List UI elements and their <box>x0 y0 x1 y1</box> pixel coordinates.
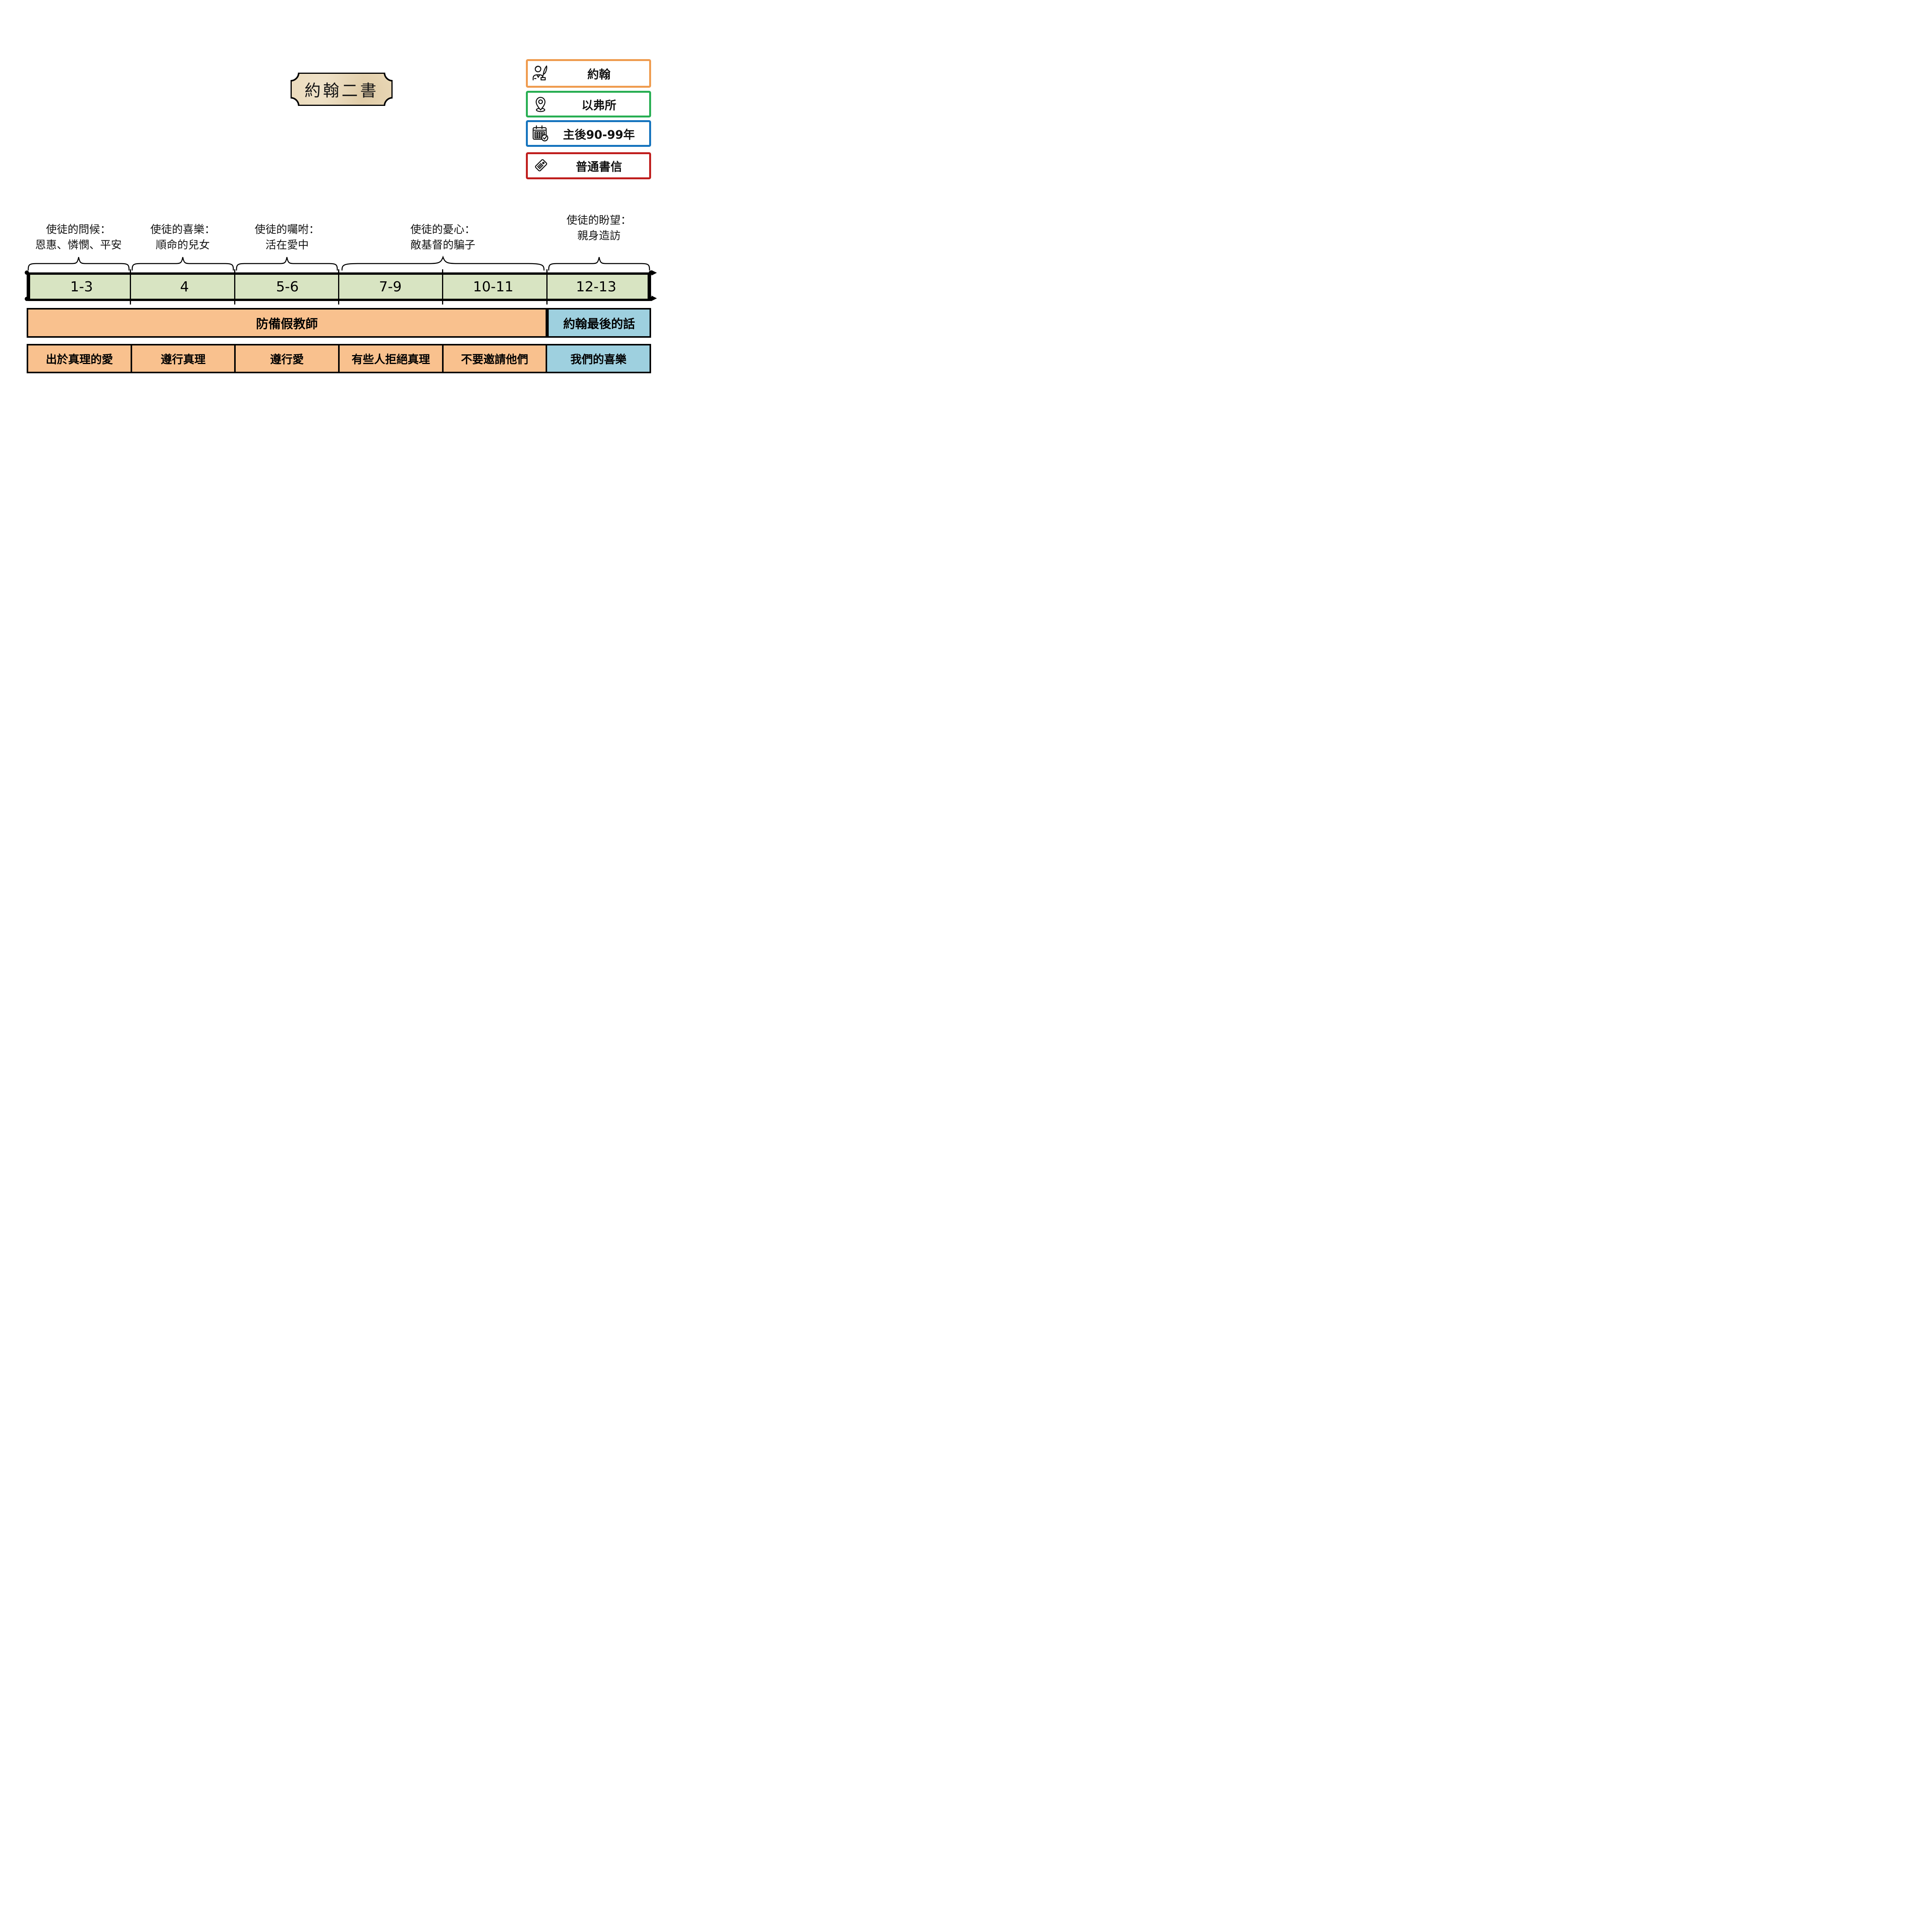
timeline-tick <box>442 269 443 304</box>
verse-cell: 10-11 <box>473 279 514 295</box>
brace-icon <box>235 255 339 271</box>
annotation-line1: 使徒的喜樂： <box>150 223 215 236</box>
legend-item-date: 主後90-99年 <box>526 120 651 147</box>
verse-cell: 5-6 <box>276 279 299 295</box>
annotation-concern: 使徒的憂心： 敵基督的騙子 <box>375 222 510 253</box>
section-label: 防備假教師 <box>256 316 318 331</box>
legend-label-genre: 普通書信 <box>576 160 622 174</box>
annotation-greeting: 使徒的問候： 恩惠、憐憫、平安 <box>20 222 136 253</box>
page-title: 約翰二書 <box>304 81 379 100</box>
timeline-endcap <box>649 297 653 301</box>
author-icon <box>528 64 553 83</box>
detail-cell: 我們的喜樂 <box>546 344 651 373</box>
detail-row: 出於真理的愛 遵行真理 遵行愛 有些人拒絕真理 不要邀請他們 我們的喜樂 <box>27 344 651 373</box>
annotation-line1: 使徒的囑咐： <box>254 223 320 236</box>
annotation-line2: 親身造訪 <box>577 229 621 242</box>
tag-icon <box>528 156 553 175</box>
legend-item-author: 約翰 <box>526 59 651 88</box>
section-final-words: 約翰最後的話 <box>547 308 651 338</box>
detail-cell: 有些人拒絕真理 <box>338 344 444 373</box>
annotation-line2: 順命的兒女 <box>155 238 210 251</box>
timeline-arrow-icon <box>651 270 657 276</box>
timeline-tick <box>234 269 235 304</box>
legend-label-place: 以弗所 <box>582 99 616 112</box>
annotation-line2: 恩惠、憐憫、平安 <box>35 238 122 251</box>
annotation-line1: 使徒的憂心： <box>410 223 475 236</box>
detail-cell: 不要邀請他們 <box>442 344 548 373</box>
verse-cell: 1-3 <box>70 279 93 295</box>
diagram-canvas: 約翰二書 約翰 <box>0 0 678 479</box>
annotation-joy: 使徒的喜樂： 順命的兒女 <box>125 222 241 253</box>
verse-cell: 7-9 <box>379 279 402 295</box>
legend-label-author: 約翰 <box>587 68 611 82</box>
timeline-endcap <box>649 270 653 275</box>
detail-cell: 出於真理的愛 <box>27 344 132 373</box>
verse-cell: 12-13 <box>576 279 617 295</box>
brace-icon <box>339 255 547 271</box>
location-icon <box>528 95 553 114</box>
brace-icon <box>547 255 651 271</box>
detail-cell: 遵行真理 <box>130 344 236 373</box>
timeline-endcap <box>25 297 29 301</box>
annotation-line1: 使徒的問候： <box>46 223 111 236</box>
timeline-tick <box>338 269 339 304</box>
annotation-exhortation: 使徒的囑咐： 活在愛中 <box>229 222 345 253</box>
detail-cell: 遵行愛 <box>234 344 340 373</box>
brace-icon <box>27 255 131 271</box>
legend-item-place: 以弗所 <box>526 91 651 117</box>
verse-cell: 4 <box>180 279 189 295</box>
calendar-icon <box>528 124 553 143</box>
section-false-teachers: 防備假教師 <box>27 308 547 338</box>
plaque-corner-notch <box>381 73 393 84</box>
timeline-endcap <box>25 270 29 275</box>
timeline-arrow-icon <box>651 296 657 301</box>
brace-icon <box>131 255 235 271</box>
plaque-corner-notch <box>291 94 302 106</box>
legend-item-genre: 普通書信 <box>526 152 651 179</box>
plaque-corner-notch <box>381 94 393 106</box>
book-title-plaque: 約翰二書 <box>291 73 393 106</box>
plaque-corner-notch <box>291 73 302 84</box>
annotation-hope: 使徒的盼望： 親身造訪 <box>541 213 657 243</box>
legend-label-date: 主後90-99年 <box>563 128 635 142</box>
timeline-tick <box>546 269 548 304</box>
timeline-tick <box>130 269 131 304</box>
annotation-line1: 使徒的盼望： <box>566 214 631 226</box>
annotation-line2: 活在愛中 <box>265 238 309 251</box>
annotation-line2: 敵基督的騙子 <box>410 238 475 251</box>
section-label: 約翰最後的話 <box>563 317 635 331</box>
